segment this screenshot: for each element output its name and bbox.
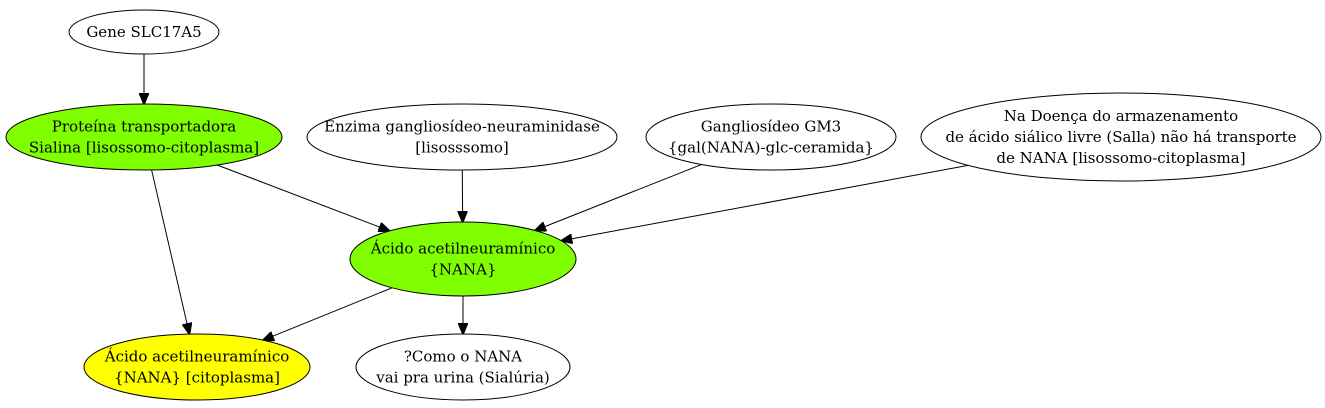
node-ellipse (306, 103, 618, 171)
node-ellipse (920, 92, 1322, 182)
node-label-line: Gangliosídeo GM3 (701, 118, 841, 136)
node-label-line: {gal(NANA)-glc-ceramida} (668, 139, 874, 157)
node-ellipse (349, 221, 577, 297)
node-ellipse (645, 103, 897, 171)
node-gene: Gene SLC17A5 (68, 9, 220, 55)
node-ellipse (83, 333, 311, 401)
node-salla: Na Doença do armazenamento de ácido siáli… (920, 92, 1322, 182)
node-label-line: ?Como o NANA (404, 348, 522, 366)
node-label-line: Ácido acetilneuramínico (104, 348, 290, 366)
edge-nana-to-nana_cito (263, 287, 393, 340)
edges-layer (144, 54, 969, 340)
node-nana_cito: Ácido acetilneuramínico {NANA} [citoplasm… (83, 333, 311, 401)
node-label-line: Enzima gangliosídeo-neuraminidase (324, 118, 600, 136)
node-ellipse (355, 333, 571, 401)
node-urina: ?Como o NANA vai pra urina (Sialúria) (355, 333, 571, 401)
edge-transportadora-to-nana (216, 164, 389, 231)
node-ellipse (68, 9, 220, 55)
node-label-line: {NANA} [citoplasma] (114, 369, 280, 387)
edge-salla-to-nana (561, 164, 969, 240)
node-enzima: Enzima gangliosídeo-neuraminidase [lisoss… (306, 103, 618, 171)
node-gm3: Gangliosídeo GM3 {gal(NANA)-glc-ceramida} (645, 103, 897, 171)
node-ellipse (5, 103, 283, 171)
node-label-line: de ácido siálico livre (Salla) não há tr… (945, 128, 1296, 146)
node-label-line: vai pra urina (Sialúria) (375, 369, 550, 387)
node-label-line: [lisosssomo] (415, 139, 508, 157)
node-nana: Ácido acetilneuramínico {NANA} (349, 221, 577, 297)
node-label-line: Ácido acetilneuramínico (370, 240, 556, 258)
node-label-line: Na Doença do armazenamento (1004, 107, 1238, 125)
node-label-line: Gene SLC17A5 (86, 23, 201, 41)
edge-transportadora-to-nana_cito (151, 169, 190, 334)
node-label-line: Sialina [lisossomo-citoplasma] (29, 139, 259, 157)
edge-gm3-to-nana (535, 163, 702, 230)
node-label-line: de NANA [lisossomo-citoplasma] (996, 149, 1245, 167)
node-label-line: Proteína transportadora (52, 118, 236, 136)
node-label-line: {NANA} (429, 261, 496, 279)
